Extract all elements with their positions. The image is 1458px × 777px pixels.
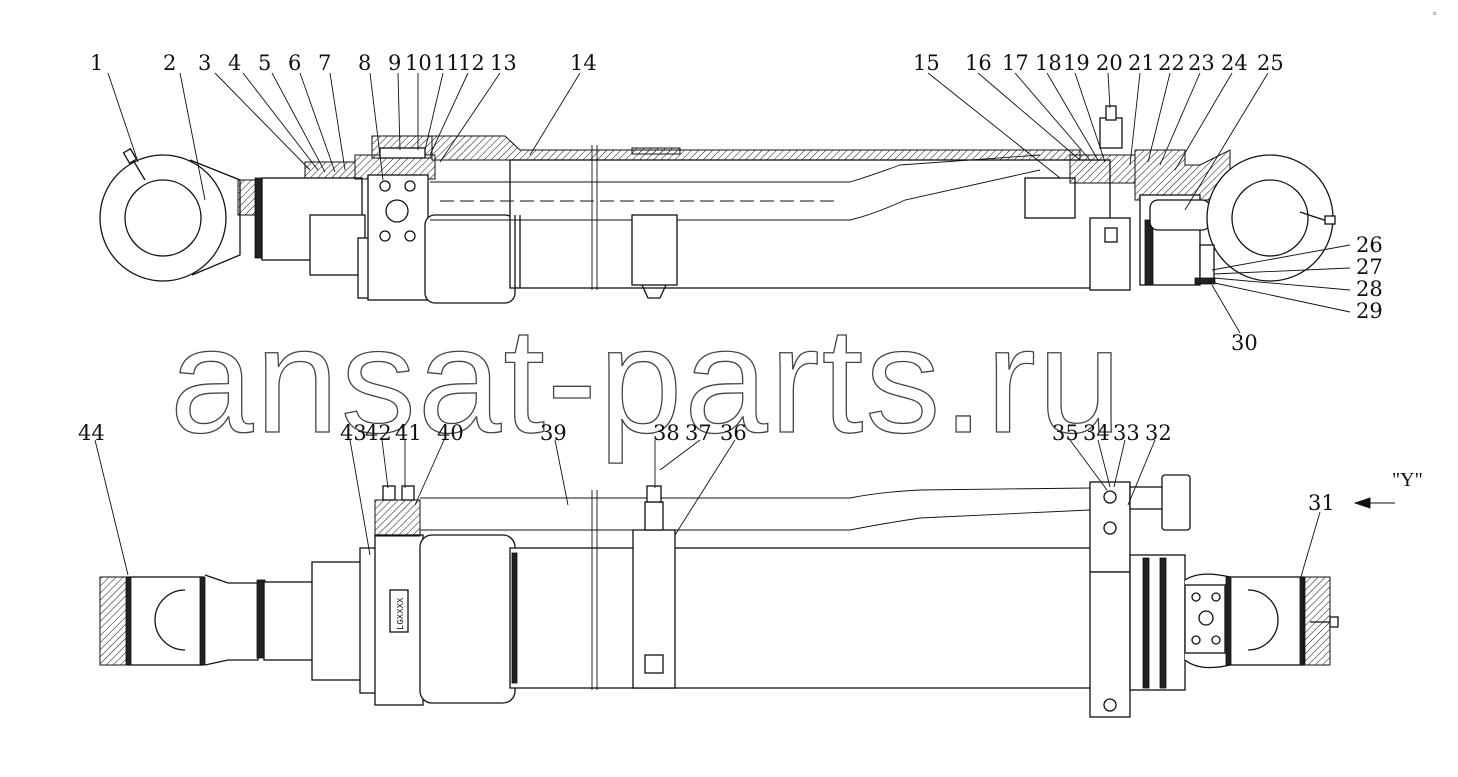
top-leaders (107, 72, 1351, 334)
label-21: 21 (1128, 51, 1155, 75)
label-4: 4 (228, 51, 241, 75)
label-43: 43 (340, 421, 367, 445)
watermark-text: ansat-parts.ru (170, 296, 1123, 464)
label-25: 25 (1257, 51, 1284, 75)
label-20: 20 (1096, 51, 1123, 75)
label-44: 44 (78, 421, 105, 445)
label-11: 11 (433, 51, 460, 75)
label-12: 12 (458, 51, 485, 75)
label-41: 41 (395, 421, 422, 445)
top-labels: 1 2 3 4 5 6 7 8 9 10 11 12 13 14 15 16 1… (90, 51, 1383, 355)
label-18: 18 (1035, 51, 1062, 75)
label-7: 7 (318, 51, 331, 75)
bottom-labels: 31 32 33 34 35 36 37 38 39 40 41 42 43 4… (78, 421, 1423, 515)
label-31: 31 (1308, 491, 1335, 515)
label-14: 14 (570, 51, 597, 75)
label-15: 15 (913, 51, 940, 75)
label-40: 40 (437, 421, 464, 445)
label-13: 13 (490, 51, 517, 75)
label-8: 8 (358, 51, 371, 75)
label-3: 3 (198, 51, 211, 75)
corner-mark: ▫ (1432, 9, 1437, 19)
label-6: 6 (288, 51, 301, 75)
label-32: 32 (1145, 421, 1172, 445)
label-30: 30 (1231, 331, 1258, 355)
bottom-leaders (94, 439, 1395, 581)
label-17: 17 (1002, 51, 1029, 75)
body-tag: LGXXXX (396, 597, 406, 630)
label-22: 22 (1158, 51, 1185, 75)
label-16: 16 (965, 51, 992, 75)
label-36: 36 (720, 421, 747, 445)
label-38: 38 (653, 421, 680, 445)
view-marker-y: "Y" (1392, 469, 1423, 491)
label-2: 2 (163, 51, 176, 75)
label-9: 9 (388, 51, 401, 75)
label-28: 28 (1356, 277, 1383, 301)
label-37: 37 (685, 421, 712, 445)
label-42: 42 (365, 421, 392, 445)
label-10: 10 (405, 51, 432, 75)
label-27: 27 (1356, 255, 1383, 279)
bottom-view: LGXXXX (99, 474, 1339, 718)
label-29: 29 (1356, 299, 1383, 323)
label-33: 33 (1113, 421, 1140, 445)
label-35: 35 (1052, 421, 1079, 445)
label-39: 39 (540, 421, 567, 445)
top-view (99, 105, 1336, 304)
label-34: 34 (1083, 421, 1110, 445)
label-19: 19 (1063, 51, 1090, 75)
label-1: 1 (90, 51, 103, 75)
label-5: 5 (258, 51, 271, 75)
label-26: 26 (1356, 233, 1383, 257)
label-24: 24 (1221, 51, 1248, 75)
label-23: 23 (1188, 51, 1215, 75)
